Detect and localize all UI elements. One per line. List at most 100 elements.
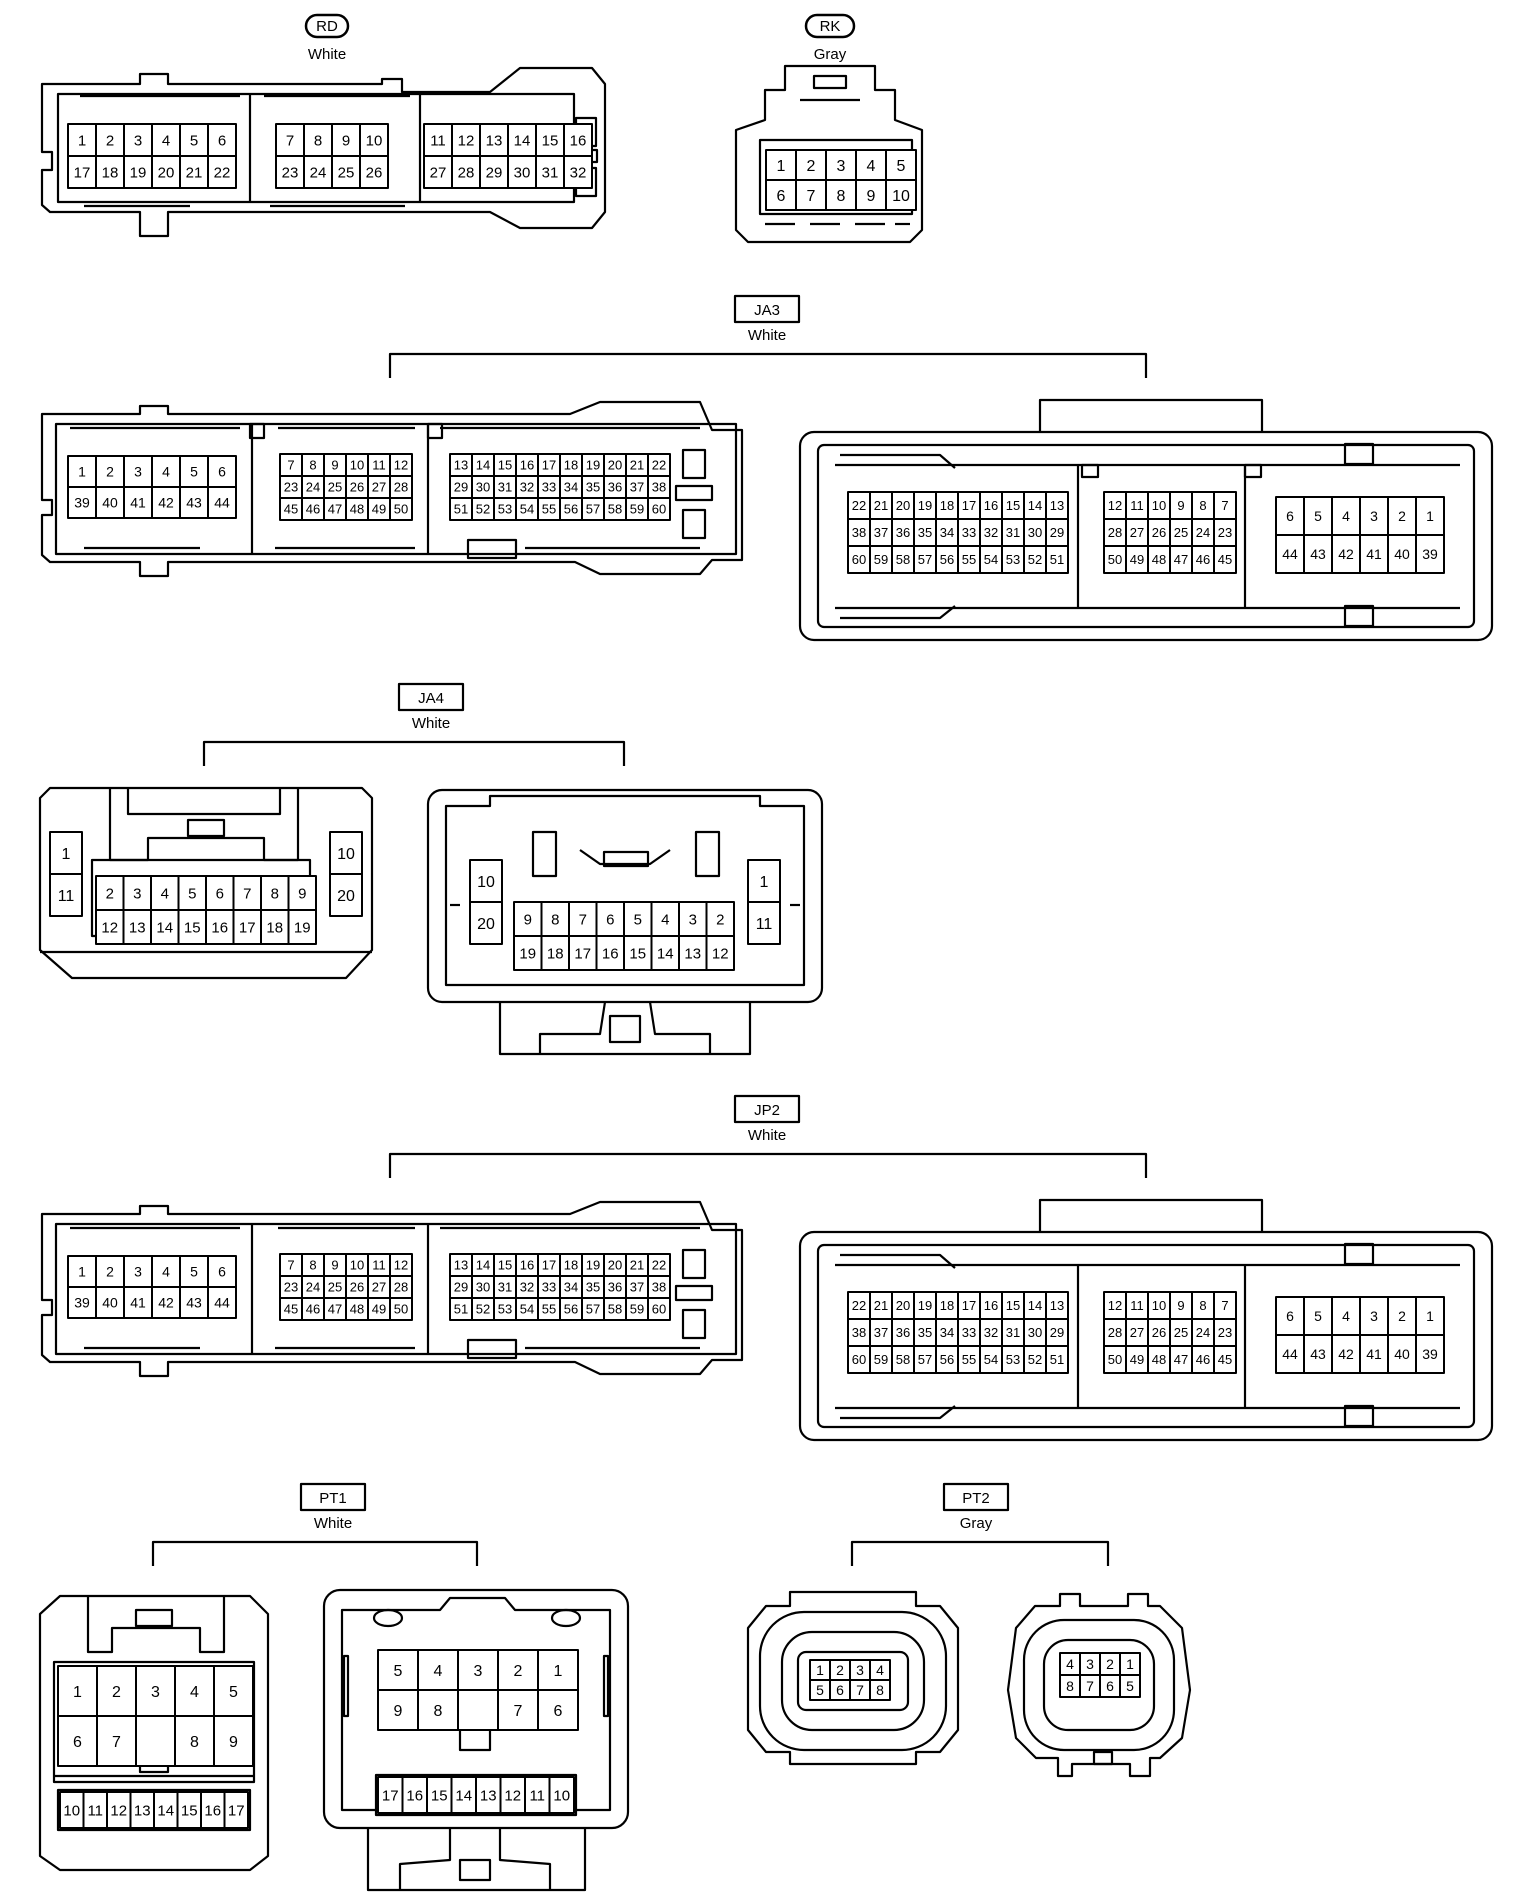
rk-pin-label: 2 bbox=[807, 158, 816, 175]
ja3-pin-label: 60 bbox=[652, 502, 666, 517]
ja3-pin-label: 27 bbox=[372, 480, 386, 495]
ja3-pin-label: 46 bbox=[1196, 552, 1210, 567]
ja3-pin-label: 1 bbox=[78, 464, 86, 480]
pt1-pin-cell bbox=[426, 1776, 453, 1814]
ja4-pin-label: 11 bbox=[756, 916, 773, 933]
ja3-pin-label: 19 bbox=[586, 458, 600, 473]
pt2-pin-label: 2 bbox=[836, 1662, 844, 1678]
jp2-code-box bbox=[733, 1094, 801, 1124]
jp2-pin-label: 41 bbox=[1366, 1346, 1382, 1362]
ja3-pin-label: 44 bbox=[1282, 546, 1298, 562]
pt1-pin-label: 5 bbox=[229, 1684, 238, 1701]
ja3-pin-label: 15 bbox=[1006, 498, 1020, 513]
jp2-pin-label: 40 bbox=[102, 1295, 118, 1311]
jp2-pin-label: 23 bbox=[284, 1280, 298, 1295]
jp2-pin-label: 59 bbox=[630, 1302, 644, 1317]
rk-pin-cell bbox=[855, 179, 887, 211]
jp2-pin-label: 8 bbox=[309, 1258, 316, 1273]
pt1-pin-cell bbox=[213, 1715, 254, 1767]
ja3-pin-label: 8 bbox=[1199, 498, 1206, 513]
pt1-pin-label: 5 bbox=[394, 1663, 403, 1680]
jp2-pin-label: 9 bbox=[1177, 1298, 1184, 1313]
rd-pin-label: 27 bbox=[430, 164, 447, 181]
pt1-pin-cell bbox=[57, 1715, 98, 1767]
ja3-pin-label: 8 bbox=[309, 458, 316, 473]
ja3-pin-cell bbox=[95, 486, 125, 519]
pt2-bracket bbox=[850, 1540, 1110, 1566]
pt1-pin-label: 1 bbox=[73, 1684, 82, 1701]
pt1-pin-cell bbox=[135, 1665, 176, 1717]
ja3-pin-cell bbox=[1331, 534, 1361, 574]
jp2-pin-label: 5 bbox=[1314, 1308, 1322, 1324]
jp2-pin-label: 19 bbox=[586, 1258, 600, 1273]
ja4-pin-label: 6 bbox=[216, 885, 224, 902]
ja3-pin-label: 13 bbox=[1050, 498, 1064, 513]
ja3-pin-label: 33 bbox=[542, 480, 556, 495]
ja4-pin-cell bbox=[623, 935, 653, 971]
jp2-pin-cell bbox=[1415, 1296, 1445, 1336]
ja4-pin-label: 13 bbox=[129, 919, 146, 936]
rd-pin-label: 15 bbox=[542, 132, 559, 149]
pt1-pin-cell bbox=[223, 1791, 249, 1829]
rd-pin-label: 32 bbox=[570, 164, 587, 181]
ja3-pin-cell bbox=[207, 455, 237, 488]
ja3-pin-label: 52 bbox=[1028, 552, 1042, 567]
jp2-left-housing bbox=[40, 1200, 744, 1378]
ja4-pin-label: 20 bbox=[337, 888, 355, 905]
jp2-pin-label: 33 bbox=[542, 1280, 556, 1295]
rd-pin-label: 22 bbox=[214, 164, 231, 181]
ja3-pin-label: 9 bbox=[331, 458, 338, 473]
rd-pin-label: 23 bbox=[282, 164, 299, 181]
ja3-pin-cell bbox=[1275, 496, 1305, 536]
ja3-pin-label: 39 bbox=[74, 495, 90, 511]
ja3-pin-label: 47 bbox=[328, 502, 342, 517]
ja4-pin-label: 16 bbox=[602, 945, 619, 962]
jp2-pin-cell bbox=[207, 1255, 237, 1288]
ja4-color-label: White bbox=[412, 715, 450, 732]
rd-pin-label: 30 bbox=[514, 164, 531, 181]
jp2-pin-label: 34 bbox=[564, 1280, 578, 1295]
ja3-pin-label: 14 bbox=[476, 458, 490, 473]
jp2-pin-label: 31 bbox=[498, 1280, 512, 1295]
rk-code-badge bbox=[804, 13, 856, 39]
rk-color-label: Gray bbox=[814, 46, 847, 63]
pt1-pin-label: 9 bbox=[229, 1734, 238, 1751]
ja3-pin-label: 58 bbox=[608, 502, 622, 517]
jp2-pin-label: 43 bbox=[186, 1295, 202, 1311]
pt1-pin-label: 14 bbox=[157, 1802, 174, 1819]
ja4-pin-cell bbox=[540, 901, 570, 937]
jp2-pin-label: 35 bbox=[586, 1280, 600, 1295]
ja3-pin-label: 6 bbox=[218, 464, 226, 480]
ja3-pin-label: 37 bbox=[630, 480, 644, 495]
pt1-code-box bbox=[299, 1482, 367, 1512]
rd-pin-label: 17 bbox=[74, 164, 91, 181]
ja3-pin-label: 20 bbox=[896, 498, 910, 513]
rd-pin-cell bbox=[451, 155, 481, 189]
jp2-pin-label: 25 bbox=[328, 1280, 342, 1295]
rk-pin-label: 5 bbox=[897, 158, 906, 175]
rk-pin-label: 3 bbox=[837, 158, 846, 175]
ja4-right-housing bbox=[426, 788, 824, 1056]
jp2-pin-cell bbox=[1045, 1345, 1069, 1374]
jp2-pin-label: 14 bbox=[476, 1258, 490, 1273]
jp2-pin-label: 15 bbox=[1006, 1298, 1020, 1313]
jp2-pin-label: 39 bbox=[74, 1295, 90, 1311]
ja3-pin-label: 31 bbox=[498, 480, 512, 495]
jp2-pin-label: 14 bbox=[1028, 1298, 1042, 1313]
jp2-pin-label: 9 bbox=[331, 1258, 338, 1273]
rd-pin-cell bbox=[563, 155, 593, 189]
rd-pin-label: 14 bbox=[514, 132, 531, 149]
jp2-pin-label: 43 bbox=[1310, 1346, 1326, 1362]
ja3-pin-label: 32 bbox=[984, 525, 998, 540]
ja3-pin-label: 47 bbox=[1174, 552, 1188, 567]
ja3-pin-label: 9 bbox=[1177, 498, 1184, 513]
pt2-pin-label: 4 bbox=[1066, 1656, 1074, 1672]
ja3-pin-label: 53 bbox=[1006, 552, 1020, 567]
jp2-pin-label: 6 bbox=[1286, 1308, 1294, 1324]
pt1-pin-cell bbox=[537, 1689, 579, 1731]
jp2-pin-label: 26 bbox=[1152, 1325, 1166, 1340]
ja3-pin-label: 56 bbox=[564, 502, 578, 517]
